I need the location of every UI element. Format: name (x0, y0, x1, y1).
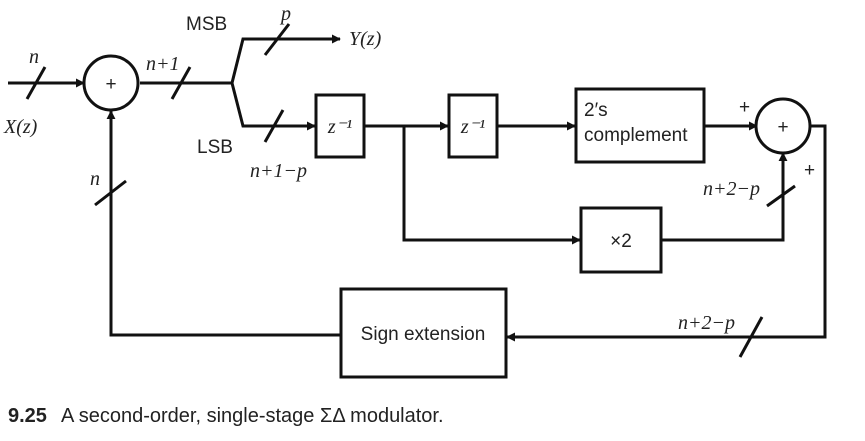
label-n-plus-2-minus-p-a: n+2−p (703, 178, 760, 200)
label-p: p (279, 3, 291, 25)
label-msb: MSB (186, 14, 227, 35)
sign-extension-block (339, 287, 508, 379)
branch-to-times2-wire (402, 126, 581, 245)
label-n-plus-1: n+1 (146, 53, 180, 75)
adder-1 (82, 54, 140, 112)
feedback-wire (106, 110, 340, 337)
times2-label: ×2 (610, 231, 632, 252)
bus-slash-input (25, 66, 47, 100)
label-n-feedback: n (90, 168, 100, 190)
delay-block-2-label: z⁻¹ (460, 116, 485, 138)
times2-to-adder2-wire (661, 152, 788, 242)
adder-2 (754, 97, 812, 155)
label-y-out: Y(z) (349, 28, 382, 50)
figure-number: 9.25 (8, 405, 47, 427)
times2-block (579, 206, 663, 274)
bus-slash-n-plus-1 (170, 66, 192, 100)
label-lsb: LSB (197, 137, 233, 158)
bus-slash-msb (263, 23, 291, 56)
adder-1-symbol: + (105, 74, 116, 95)
figure-caption-text: A second-order, single-stage ΣΔ modulato… (60, 405, 444, 427)
label-plus-bottom: + (804, 160, 815, 181)
lsb-branch-wire (230, 82, 316, 131)
figure-caption: 9.25 A second-order, single-stage ΣΔ modu… (8, 405, 444, 428)
label-x-in: X(z) (3, 116, 38, 138)
delay-block-2 (447, 93, 499, 159)
adder2-output-wire (506, 124, 827, 342)
label-n-plus-2-minus-p-b: n+2−p (678, 312, 735, 334)
sigma-delta-block-diagram: + + z⁻¹ z⁻¹ 2′s complement ×2 Sign exten… (3, 3, 827, 379)
msb-branch-wire (230, 34, 341, 84)
label-plus-top: + (739, 97, 750, 118)
sign-extension-label: Sign extension (361, 324, 486, 345)
twos-complement-line2: complement (584, 125, 688, 146)
adder-2-symbol: + (777, 117, 788, 138)
bus-slash-output (738, 316, 764, 358)
bus-slash-feedback (94, 179, 127, 207)
bus-slash-times2 (766, 184, 796, 208)
delay-block-1-label: z⁻¹ (327, 116, 352, 138)
twos-complement-block (574, 87, 706, 164)
label-n-input: n (29, 46, 39, 68)
delay-block-1 (314, 93, 366, 159)
twos-complement-line1: 2′s (584, 100, 608, 121)
bus-slash-lsb (263, 109, 285, 143)
label-n-plus-1-minus-p: n+1−p (250, 160, 307, 182)
